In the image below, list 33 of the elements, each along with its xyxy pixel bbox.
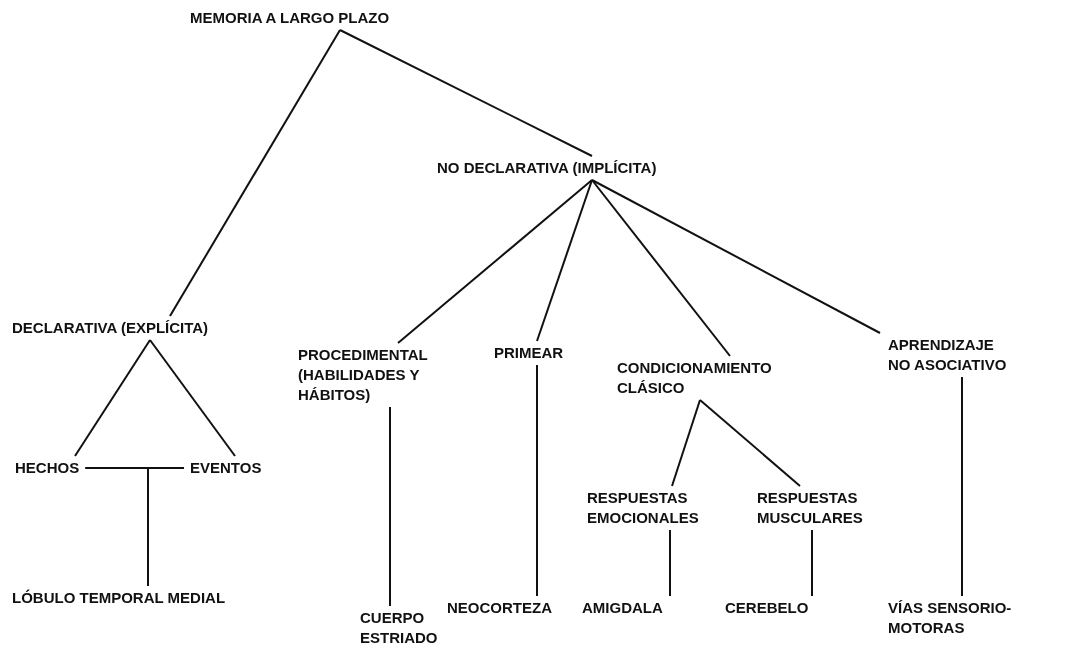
connector-line	[149, 339, 236, 457]
connector-line	[699, 399, 801, 487]
connector-line	[74, 339, 151, 457]
node-label: PROCEDIMENTAL (HABILIDADES Y HÁBITOS)	[298, 345, 429, 405]
node-label: RESPUESTAS MUSCULARES	[757, 488, 864, 528]
node-label: PRIMEAR	[494, 343, 564, 363]
node-label: VÍAS SENSORIO-MOTORAS	[888, 598, 1013, 638]
connector-line	[669, 529, 671, 597]
connector-line	[147, 467, 185, 587]
connector-line	[591, 179, 881, 334]
node-label: LÓBULO TEMPORAL MEDIAL	[12, 588, 226, 608]
connector-line	[811, 529, 813, 597]
connector-line	[591, 179, 731, 357]
connector-line	[961, 376, 963, 597]
node-label: NO DECLARATIVA (IMPLÍCITA)	[437, 158, 657, 178]
node-label: AMIGDALA	[582, 598, 663, 618]
connector-line	[671, 399, 701, 487]
connector-line	[169, 29, 341, 317]
node-label: EVENTOS	[190, 458, 262, 478]
node-label: NEOCORTEZA	[447, 598, 552, 618]
node-label: MEMORIA A LARGO PLAZO	[190, 8, 390, 28]
connector-line	[536, 179, 593, 342]
node-label: CONDICIONAMIENTO CLÁSICO	[617, 358, 773, 398]
node-label: CUERPO ESTRIADO	[360, 608, 439, 648]
node-label: CEREBELO	[725, 598, 809, 618]
node-label: RESPUESTAS EMOCIONALES	[587, 488, 700, 528]
connector-line	[389, 406, 391, 607]
connector-line	[397, 179, 593, 344]
node-label: DECLARATIVA (EXPLÍCITA)	[12, 318, 209, 338]
connector-line	[339, 29, 593, 157]
node-label: HECHOS	[15, 458, 80, 478]
connector-line	[536, 364, 538, 597]
node-label: APRENDIZAJE NO ASOCIATIVO	[888, 335, 1008, 375]
